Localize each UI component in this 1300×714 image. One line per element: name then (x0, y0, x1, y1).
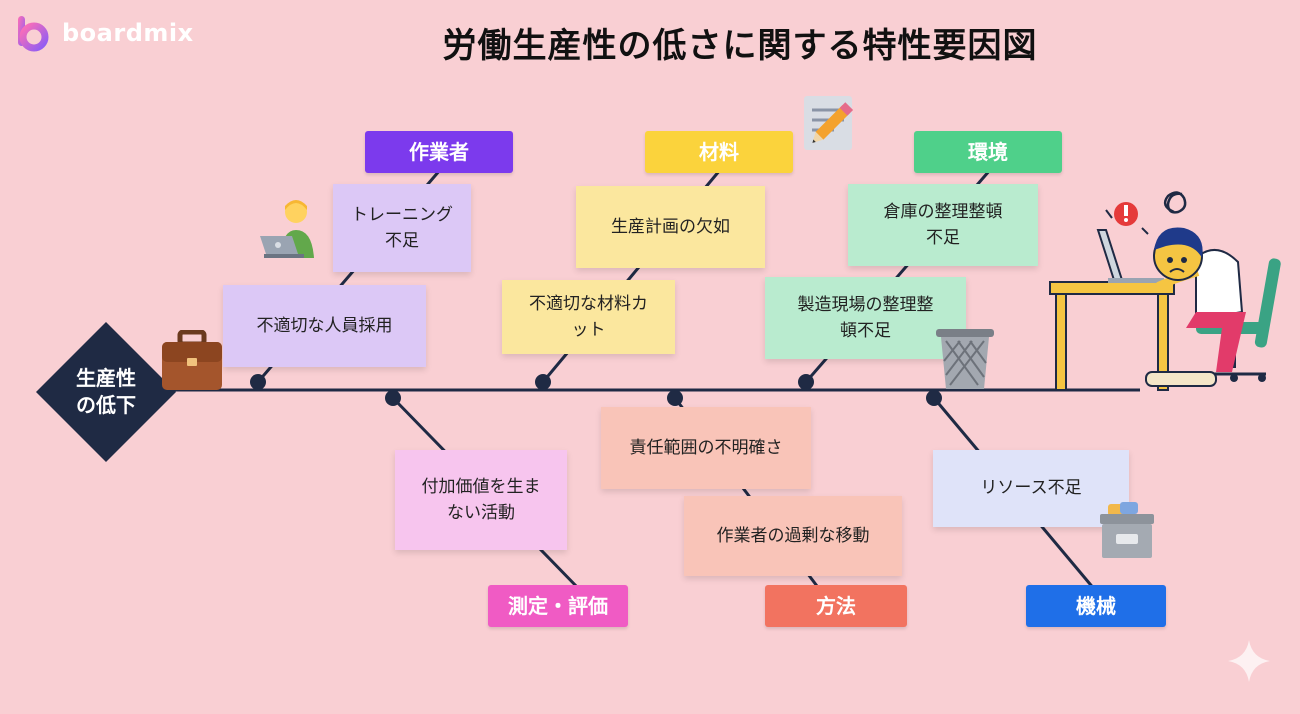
joint-dot (926, 390, 942, 406)
joint-dot (385, 390, 401, 406)
joint-dot (535, 374, 551, 390)
cause-note-value-activities: 付加価値を生まない活動 (395, 450, 567, 550)
cause-text: 倉庫の整理整頓 (883, 201, 1003, 222)
storage-box-icon (1100, 502, 1154, 558)
cause-note-resources: リソース不足 (933, 450, 1129, 527)
joint-dot (667, 390, 683, 406)
cause-text: 作業者の過剰な移動 (716, 525, 870, 546)
cause-text: ット (571, 320, 606, 340)
cause-text: 製造現場の整理整 (797, 294, 934, 315)
cause-text: 不足 (385, 231, 419, 251)
category-method: 方法 (765, 585, 907, 627)
brand-name: boardmix (62, 19, 194, 47)
cause-text: 不適切な材料カ (529, 293, 648, 314)
cause-text: 不適切な人員採用 (256, 315, 393, 336)
joint-dot (250, 374, 266, 390)
cause-text: 生産計画の欠如 (611, 216, 730, 237)
sparkle-icon (1228, 640, 1270, 682)
effect-label: 生産性の低下 (36, 322, 176, 462)
diagram-title: 労働生産性の低さに関する特性要因図 (442, 26, 1038, 66)
brand-logo: boardmix (14, 14, 194, 52)
boardmix-logo-icon (18, 16, 49, 52)
cause-note-hiring: 不適切な人員採用 (223, 285, 426, 367)
cause-note-responsibility: 責任範囲の不明確さ (601, 407, 811, 489)
category-material: 材料 (645, 131, 793, 173)
cause-note-production-plan: 生産計画の欠如 (576, 186, 765, 268)
trash-can-icon (936, 329, 994, 389)
cause-text: 不足 (926, 228, 960, 248)
stressed-worker-illustration (1049, 191, 1281, 391)
worker-laptop-icon (260, 200, 314, 258)
category-measurement: 測定・評価 (488, 585, 628, 627)
joint-dot (798, 374, 814, 390)
effect-label-line2: の低下 (76, 393, 136, 417)
category-environment: 環境 (914, 131, 1062, 173)
category-worker: 作業者 (365, 131, 513, 173)
cause-note-material-cut: 不適切な材料カット (502, 280, 675, 354)
cause-text: トレーニング (351, 204, 453, 225)
cause-note-training: トレーニング不足 (333, 184, 471, 272)
cause-note-production-site: 製造現場の整理整頓不足 (765, 277, 966, 359)
cause-text: 頓不足 (840, 321, 891, 341)
cause-note-movement: 作業者の過剰な移動 (684, 496, 902, 576)
cause-text: 責任範囲の不明確さ (629, 437, 783, 458)
effect-label-line1: 生産性 (76, 366, 136, 390)
cause-text: ない活動 (447, 503, 515, 523)
notepad-pencil-icon (804, 96, 854, 150)
cause-text: 付加価値を生ま (421, 476, 541, 497)
effect-diamond (36, 322, 176, 462)
briefcase-icon (162, 330, 222, 390)
cause-text: リソース不足 (980, 478, 1082, 499)
cause-note-warehouse: 倉庫の整理整頓不足 (848, 184, 1038, 266)
category-machine: 機械 (1026, 585, 1166, 627)
